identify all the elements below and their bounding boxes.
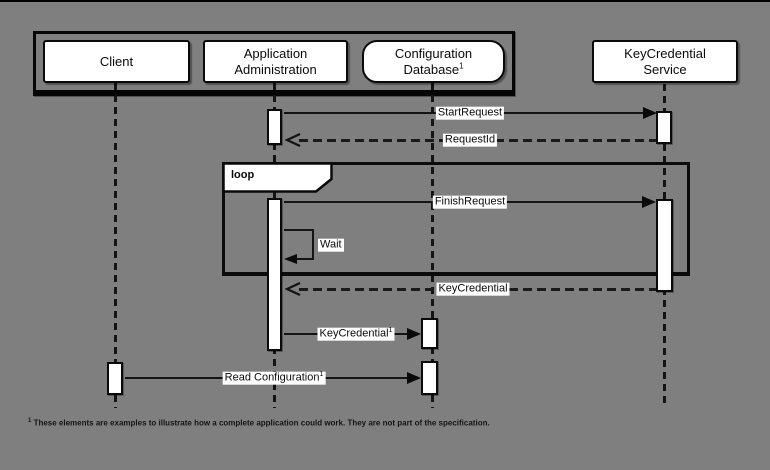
- footnote: 1 These elements are examples to illustr…: [28, 418, 490, 428]
- footnote-text: These elements are examples to illustrat…: [31, 418, 490, 428]
- footnote-marker: 1: [388, 327, 393, 335]
- arrowhead-open-icon: [285, 282, 301, 296]
- footnote-marker: 1: [28, 418, 32, 424]
- lifeline-client: [114, 83, 117, 408]
- message-line-wait-back: [297, 258, 314, 260]
- fragment-pentagon-icon: [222, 162, 333, 193]
- participant-label: Configuration: [394, 46, 473, 62]
- loop-fragment: [222, 162, 690, 276]
- arrowhead-filled-icon: [643, 107, 657, 119]
- participant-label: Client: [99, 53, 134, 69]
- participant-label: KeyCredential: [624, 46, 706, 62]
- participant-label: Database1: [403, 61, 464, 77]
- activation-configdb-1: [421, 318, 438, 349]
- message-label-requestid: RequestId: [442, 133, 498, 147]
- arrowhead-filled-icon: [642, 196, 656, 208]
- message-label-keycredential-return: KeyCredential: [436, 282, 510, 296]
- arrowhead-filled-icon: [407, 372, 421, 384]
- arrowhead-filled-icon: [284, 254, 297, 264]
- activation-keycred-1: [656, 111, 672, 144]
- participant-label: Administration: [234, 61, 317, 77]
- message-label-wait: Wait: [318, 238, 344, 252]
- participant-label: Service: [643, 61, 687, 77]
- participant-keycredential-service: KeyCredential Service: [592, 40, 738, 83]
- participant-label: Application: [243, 46, 308, 62]
- activation-keycred-2: [656, 199, 673, 292]
- loop-operator-label: loop: [222, 162, 333, 193]
- footnote-marker: 1: [459, 61, 464, 71]
- message-line-wait-down: [312, 229, 314, 260]
- activation-appadmin-1: [267, 109, 282, 145]
- message-line-wait-out: [284, 229, 314, 231]
- activation-client-1: [107, 362, 123, 395]
- participant-configuration-database: Configuration Database1: [362, 40, 505, 83]
- participant-client: Client: [43, 40, 190, 83]
- arrowhead-open-icon: [285, 133, 301, 147]
- message-label-startrequest: StartRequest: [435, 106, 505, 120]
- arrowhead-filled-icon: [407, 328, 421, 340]
- participant-application-administration: Application Administration: [203, 40, 348, 83]
- loop-operator-text: loop: [231, 169, 255, 181]
- activation-configdb-2: [421, 361, 438, 395]
- lifeline-configuration-database: [431, 83, 434, 408]
- message-label-finishrequest: FinishRequest: [432, 195, 508, 209]
- activation-appadmin-2: [267, 198, 282, 351]
- footnote-marker: 1: [319, 371, 324, 379]
- message-label-read-configuration: Read Configuration1: [222, 371, 326, 385]
- message-label-keycredential: KeyCredential1: [317, 327, 395, 341]
- top-border-line: [0, 0, 770, 2]
